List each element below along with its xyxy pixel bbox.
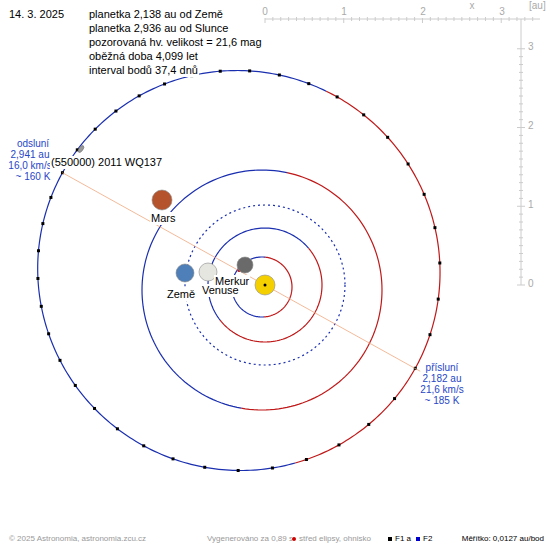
orbit-ticks: [36, 69, 441, 472]
axis-tick-label: 1: [340, 6, 348, 18]
legend-text: F2: [423, 534, 432, 543]
axis-tick-label: 3: [498, 6, 506, 18]
axis-tick-label: 0: [527, 278, 535, 290]
axis-tick-label: 0: [261, 6, 269, 18]
perihelion-value: 21,6 km/s: [419, 384, 464, 396]
aphelion-label: odsluní: [16, 138, 50, 150]
perihelion-value: 2,182 au: [422, 373, 463, 385]
legend-item: F2: [416, 534, 432, 543]
axis-unit: [au]: [528, 0, 547, 12]
planet-name: Merkur: [214, 275, 250, 288]
date: 14. 3. 2025: [8, 8, 65, 21]
planet-name: Mars: [150, 212, 176, 225]
aphelion-value: 16,0 km/s: [7, 160, 52, 172]
apse-line: [62, 173, 420, 372]
perihelion-value: ~ 185 K: [424, 395, 461, 407]
sun: [255, 275, 275, 295]
axis-tick-label: 2: [419, 6, 427, 18]
axis-name: x: [469, 0, 476, 12]
copyright: © 2025 Astronomia, astronomia.zcu.cz: [8, 534, 147, 543]
asteroid: [77, 145, 85, 154]
axes: [265, 15, 540, 285]
planet-name: Země: [166, 288, 196, 301]
generation-time: Vygenerováno za 0,89 s: [206, 534, 294, 543]
legend-swatch: [292, 537, 296, 541]
legend-item: střed elipsy, ohnisko: [292, 534, 371, 543]
axis-tick-label: 1: [527, 199, 535, 211]
axis-tick-label: 2: [527, 120, 535, 132]
aphelion-value: ~ 160 K: [15, 171, 52, 183]
axis-tick-label: 3: [527, 41, 535, 53]
legend-swatch: [388, 537, 392, 541]
mars-planet: [152, 190, 172, 210]
info-line: pozorovaná hv. velikost = 21,6 mag: [88, 36, 263, 49]
asteroid-name: (550000) 2011 WQ137: [50, 156, 163, 169]
aphelion-value: 2,941 au: [10, 149, 51, 161]
info-line: interval bodů 37,4 dnů: [88, 64, 199, 77]
legend-text: střed elipsy, ohnisko: [299, 534, 371, 543]
asteroid-orbit: [38, 71, 440, 471]
venus-orbit: [208, 228, 322, 342]
perihelion-label: přísluní: [425, 362, 460, 374]
legend-item: F1 a: [388, 534, 411, 543]
earth-planet: [176, 264, 194, 282]
sun-focus: [264, 284, 267, 287]
earth-orbit: [185, 205, 345, 365]
info-line: oběžná doba 4,099 let: [88, 50, 199, 63]
mercury-planet: [237, 257, 253, 273]
mars-orbit: [142, 170, 382, 410]
legend-swatch: [416, 537, 420, 541]
legend-text: F1 a: [395, 534, 411, 543]
info-line: planetka 2,936 au od Slunce: [88, 22, 229, 35]
info-line: planetka 2,138 au od Země: [88, 8, 224, 21]
scale-note: Měřítko: 0,0127 au/bod: [461, 534, 545, 543]
